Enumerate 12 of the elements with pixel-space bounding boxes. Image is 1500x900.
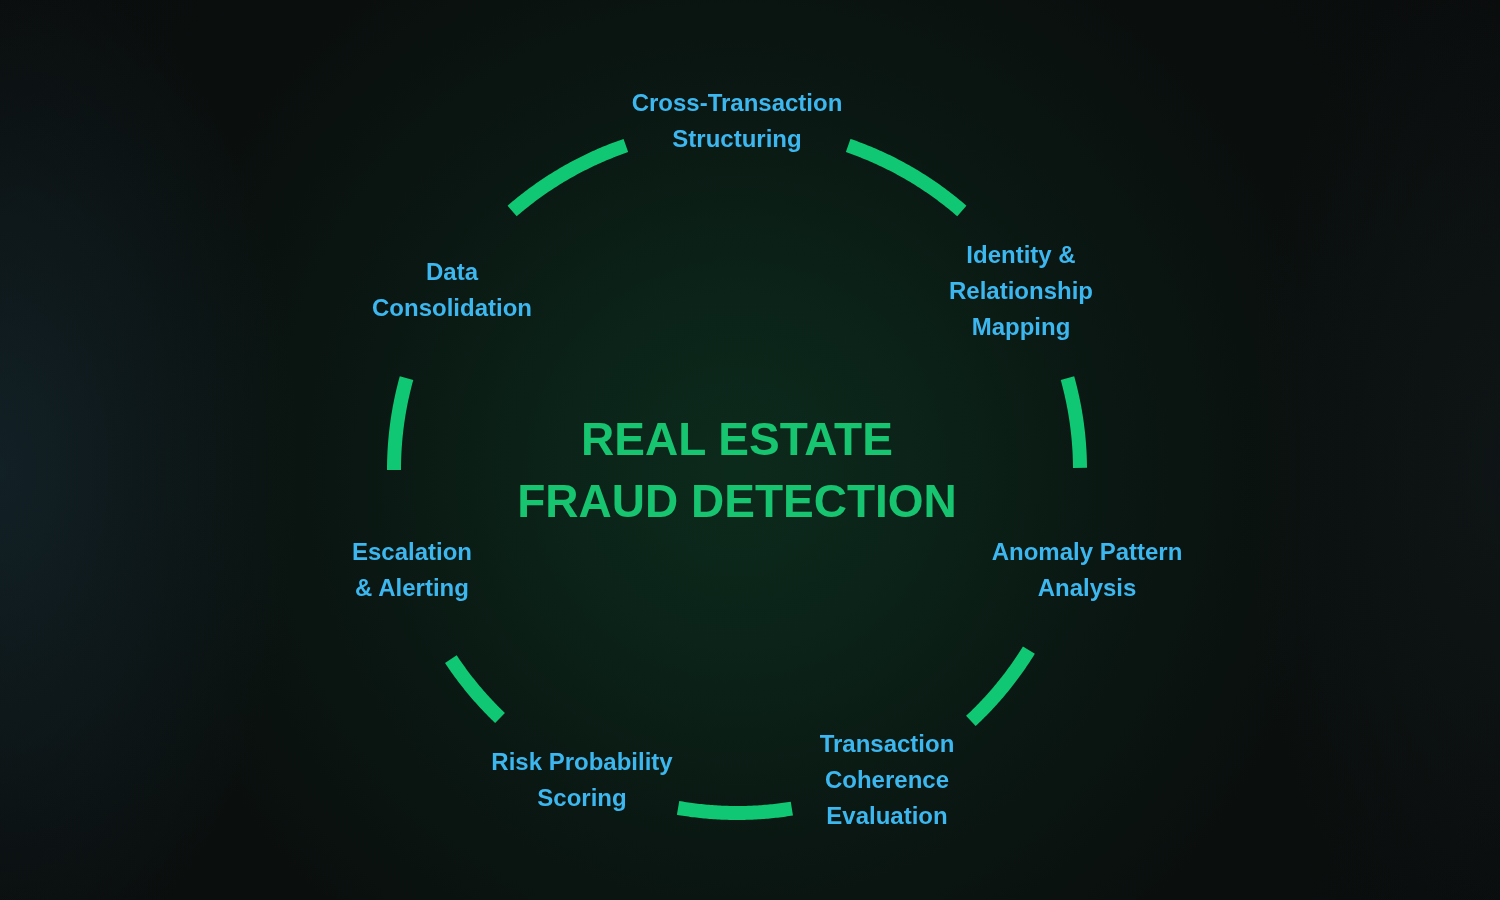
step-label: Transaction Coherence Evaluation: [818, 729, 956, 831]
step-label: Escalation & Alerting: [350, 537, 473, 603]
diagram-title: REAL ESTATE FRAUD DETECTION: [516, 412, 958, 529]
step-label: Anomaly Pattern Analysis: [990, 537, 1184, 603]
step-label: Risk Probability Scoring: [490, 747, 674, 813]
arc-connector: [506, 138, 631, 217]
step-label: Identity & Relationship Mapping: [948, 240, 1094, 342]
arc-connector: [964, 644, 1036, 727]
arc-connector: [444, 653, 507, 725]
step-label: Cross-Transaction Structuring: [630, 88, 844, 154]
step-label: Data Consolidation: [371, 257, 533, 323]
arc-connector: [843, 138, 968, 217]
